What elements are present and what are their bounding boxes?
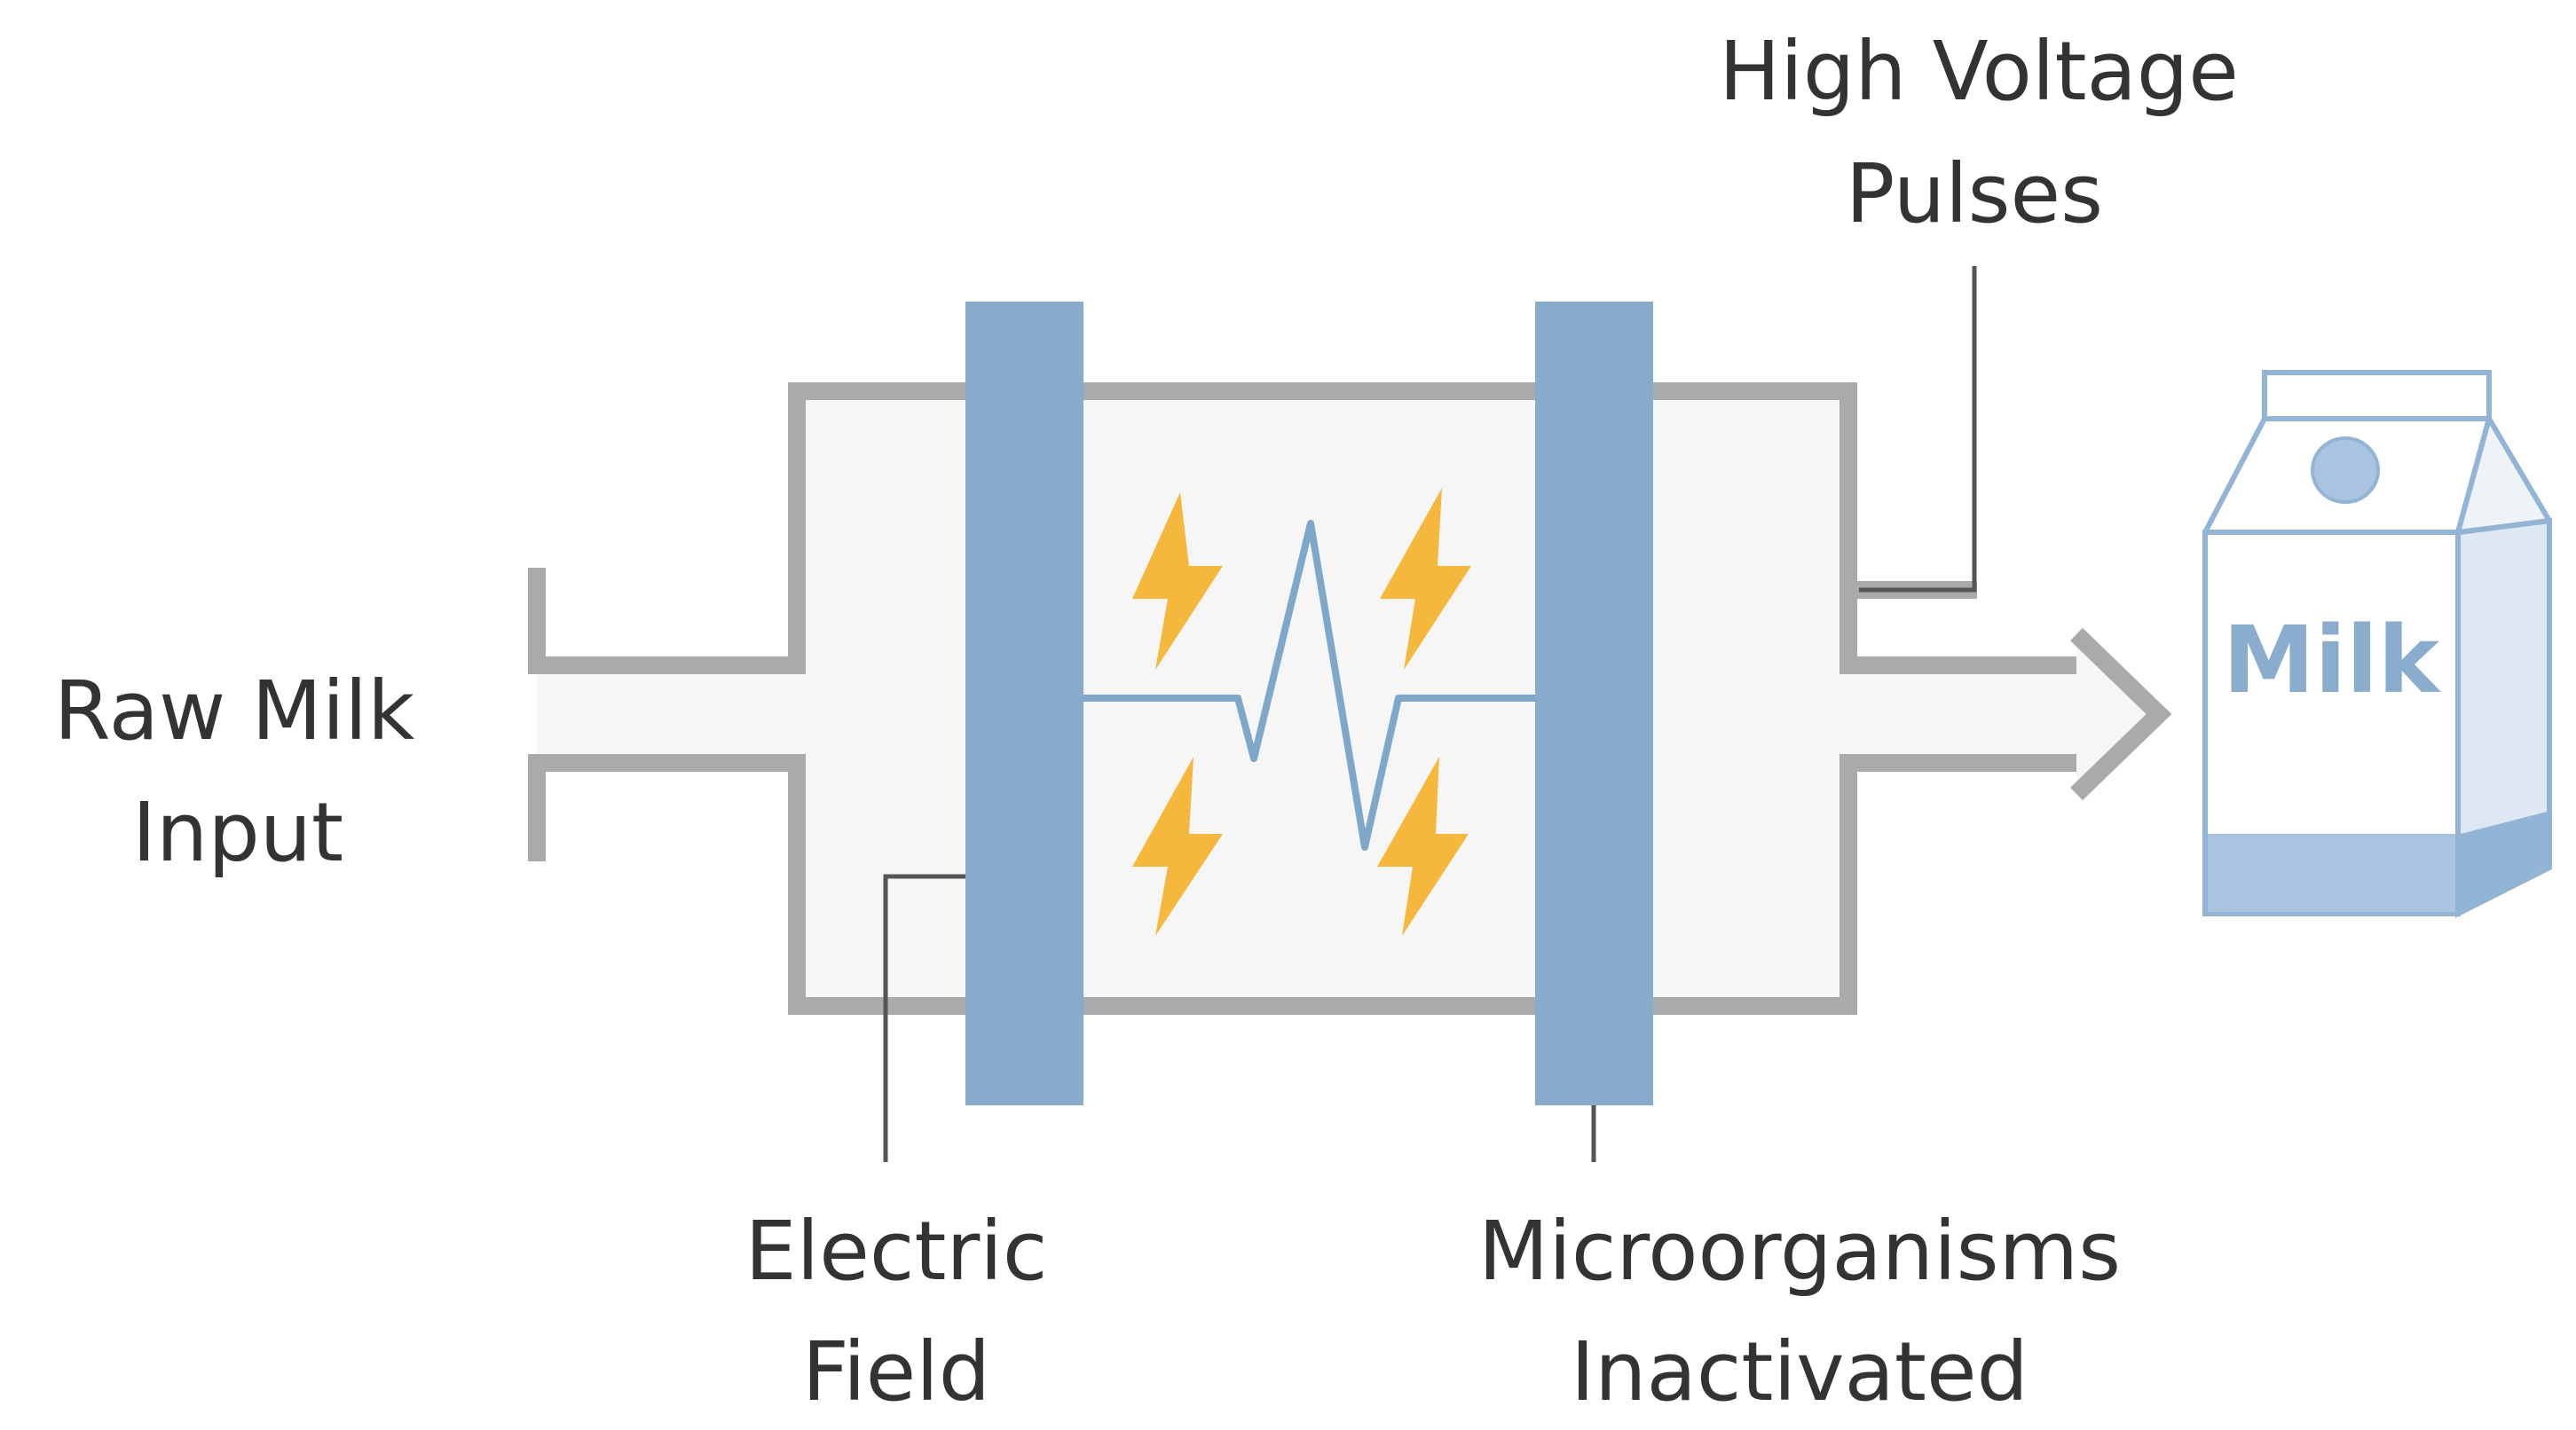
carton-gable-side: [2455, 416, 2552, 535]
carton-cap: [2311, 436, 2380, 504]
raw-milk-input-label-line2: Input: [132, 785, 343, 880]
carton-band: [2208, 834, 2455, 912]
lightning-bolt-icon: [1132, 757, 1223, 936]
lightning-bolt-icon: [1132, 492, 1223, 670]
lightning-bolt-icon: [1377, 757, 1469, 936]
carton-label: Milk: [2223, 606, 2442, 714]
electric-field-label-line1: Electric: [745, 1204, 1048, 1299]
raw-milk-input-label-line1: Raw Milk: [54, 664, 415, 758]
leader-lines: [883, 266, 1977, 1162]
microorganisms-label-line1: Microorganisms: [1478, 1204, 2121, 1299]
microorganisms-label-line2: Inactivated: [1571, 1324, 2029, 1419]
carton-top-flap: [2262, 370, 2492, 421]
voltage-pulse-line: [1083, 520, 1535, 851]
lightning-bolts: [1132, 488, 1471, 936]
lightning-bolt-icon: [1380, 488, 1471, 670]
leader-electric-field: [883, 874, 965, 1162]
treatment-chamber: [528, 382, 2172, 1015]
electrode-left: [965, 302, 1083, 1105]
chamber-wall-lower: [528, 754, 2076, 1015]
high-voltage-pulses-label-line2: Pulses: [1846, 146, 2103, 241]
electrode-right: [1535, 302, 1653, 1105]
milk-carton-icon: Milk: [2202, 370, 2552, 918]
electric-field-label-line2: Field: [802, 1324, 990, 1419]
outlet-arrowhead: [2070, 627, 2172, 801]
high-voltage-pulses-label-line1: High Voltage: [1719, 24, 2239, 119]
chamber-wall-outlet: [1839, 590, 2076, 674]
leader-high-voltage: [1859, 266, 1977, 593]
carton-side-band: [2461, 812, 2547, 911]
chamber-housing: [537, 391, 2159, 1006]
